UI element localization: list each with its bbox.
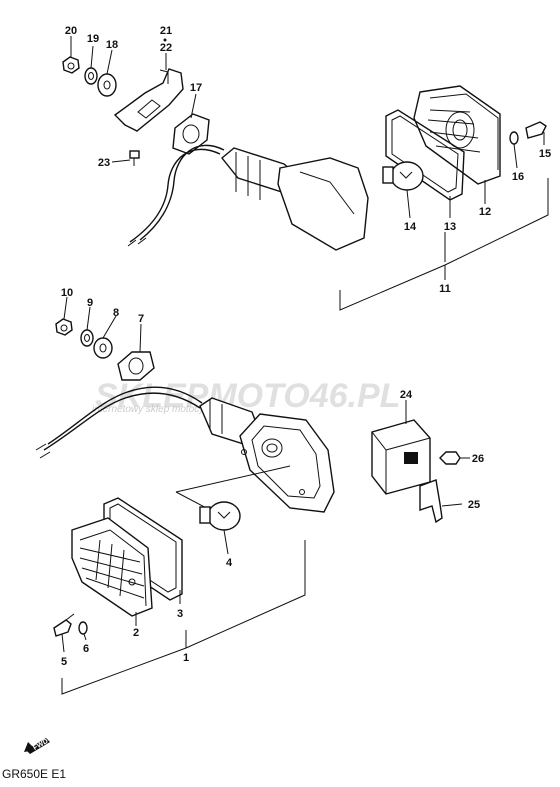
- callout-19: 19: [87, 33, 99, 45]
- screw-5: [53, 613, 75, 637]
- washer-6: [78, 621, 88, 635]
- watermark-tagline: internetowy sklep motocyklowy: [92, 404, 230, 415]
- watermark-brand: SKLEPMOTO46.PL: [95, 377, 400, 415]
- rear-signal-housing: [221, 147, 369, 251]
- screw-15: [525, 121, 547, 139]
- upper-leaders: [70, 36, 545, 219]
- front-signal-housing: [199, 397, 335, 513]
- bracket-22: [113, 38, 184, 132]
- watermark: SKLEPMOTO46.PL internetowy sklep motocyk…: [92, 377, 400, 415]
- lock-washer-19: [84, 67, 98, 85]
- assembly-bracket-11: [339, 178, 549, 311]
- relay-leaders: [405, 400, 463, 507]
- nut-10: [55, 318, 73, 336]
- bulb-14: [382, 161, 424, 191]
- callout-12: 12: [479, 206, 491, 218]
- callout-13: 13: [444, 221, 456, 233]
- lower-leaders: [61, 296, 229, 653]
- upper-turn-signal-assembly: [62, 36, 549, 311]
- callout-9: 9: [87, 297, 93, 309]
- callout-14: 14: [404, 221, 417, 233]
- screw-23: [129, 150, 140, 166]
- forward-arrow: FWD: [24, 738, 50, 754]
- callout-21: 21: [160, 25, 172, 37]
- assembly-bracket-1: [61, 540, 306, 695]
- callout-10: 10: [61, 287, 73, 299]
- callout-25: 25: [468, 499, 480, 511]
- callout-23: 23: [98, 157, 110, 169]
- forward-label: FWD: [32, 738, 49, 752]
- washer-8: [93, 337, 113, 359]
- nut-20: [62, 56, 80, 74]
- callout-2: 2: [133, 627, 139, 639]
- lower-turn-signal-assembly: [35, 296, 335, 695]
- lock-washer-9: [80, 329, 94, 347]
- lens-2: [71, 517, 153, 617]
- washer-18: [97, 73, 117, 97]
- grommet-7: [117, 351, 155, 381]
- callout-5: 5: [61, 656, 67, 668]
- rear-signal-wires: [127, 144, 225, 247]
- gasket-13: [385, 109, 465, 201]
- callout-8: 8: [113, 307, 119, 319]
- callout-20: 20: [65, 25, 77, 37]
- front-signal-wires: [35, 386, 203, 459]
- callout-labels: 1 2 3 4 5 6 7 8 9 10 11 12 13 14 15 16 1…: [61, 25, 551, 668]
- washer-16: [509, 131, 519, 145]
- callout-17: 17: [190, 82, 202, 94]
- bracket-25: [419, 479, 443, 524]
- callout-1: 1: [183, 652, 189, 664]
- callout-26: 26: [472, 453, 484, 465]
- grommet-17: [172, 113, 210, 155]
- callout-24: 24: [400, 389, 413, 401]
- lens-12: [413, 85, 501, 185]
- callout-4: 4: [226, 557, 233, 569]
- relay-24: [371, 419, 431, 495]
- callout-3: 3: [177, 608, 183, 620]
- callout-7: 7: [138, 313, 144, 325]
- callout-22: 22: [160, 42, 172, 54]
- relay-assembly: [371, 400, 470, 524]
- model-caption: GR650E E1: [2, 767, 66, 781]
- callout-18: 18: [106, 39, 118, 51]
- callout-11: 11: [439, 283, 451, 295]
- screw-26: [439, 451, 470, 465]
- callout-15: 15: [539, 148, 551, 160]
- callout-16: 16: [512, 171, 524, 183]
- bulb-4: [199, 501, 241, 531]
- callout-6: 6: [83, 643, 89, 655]
